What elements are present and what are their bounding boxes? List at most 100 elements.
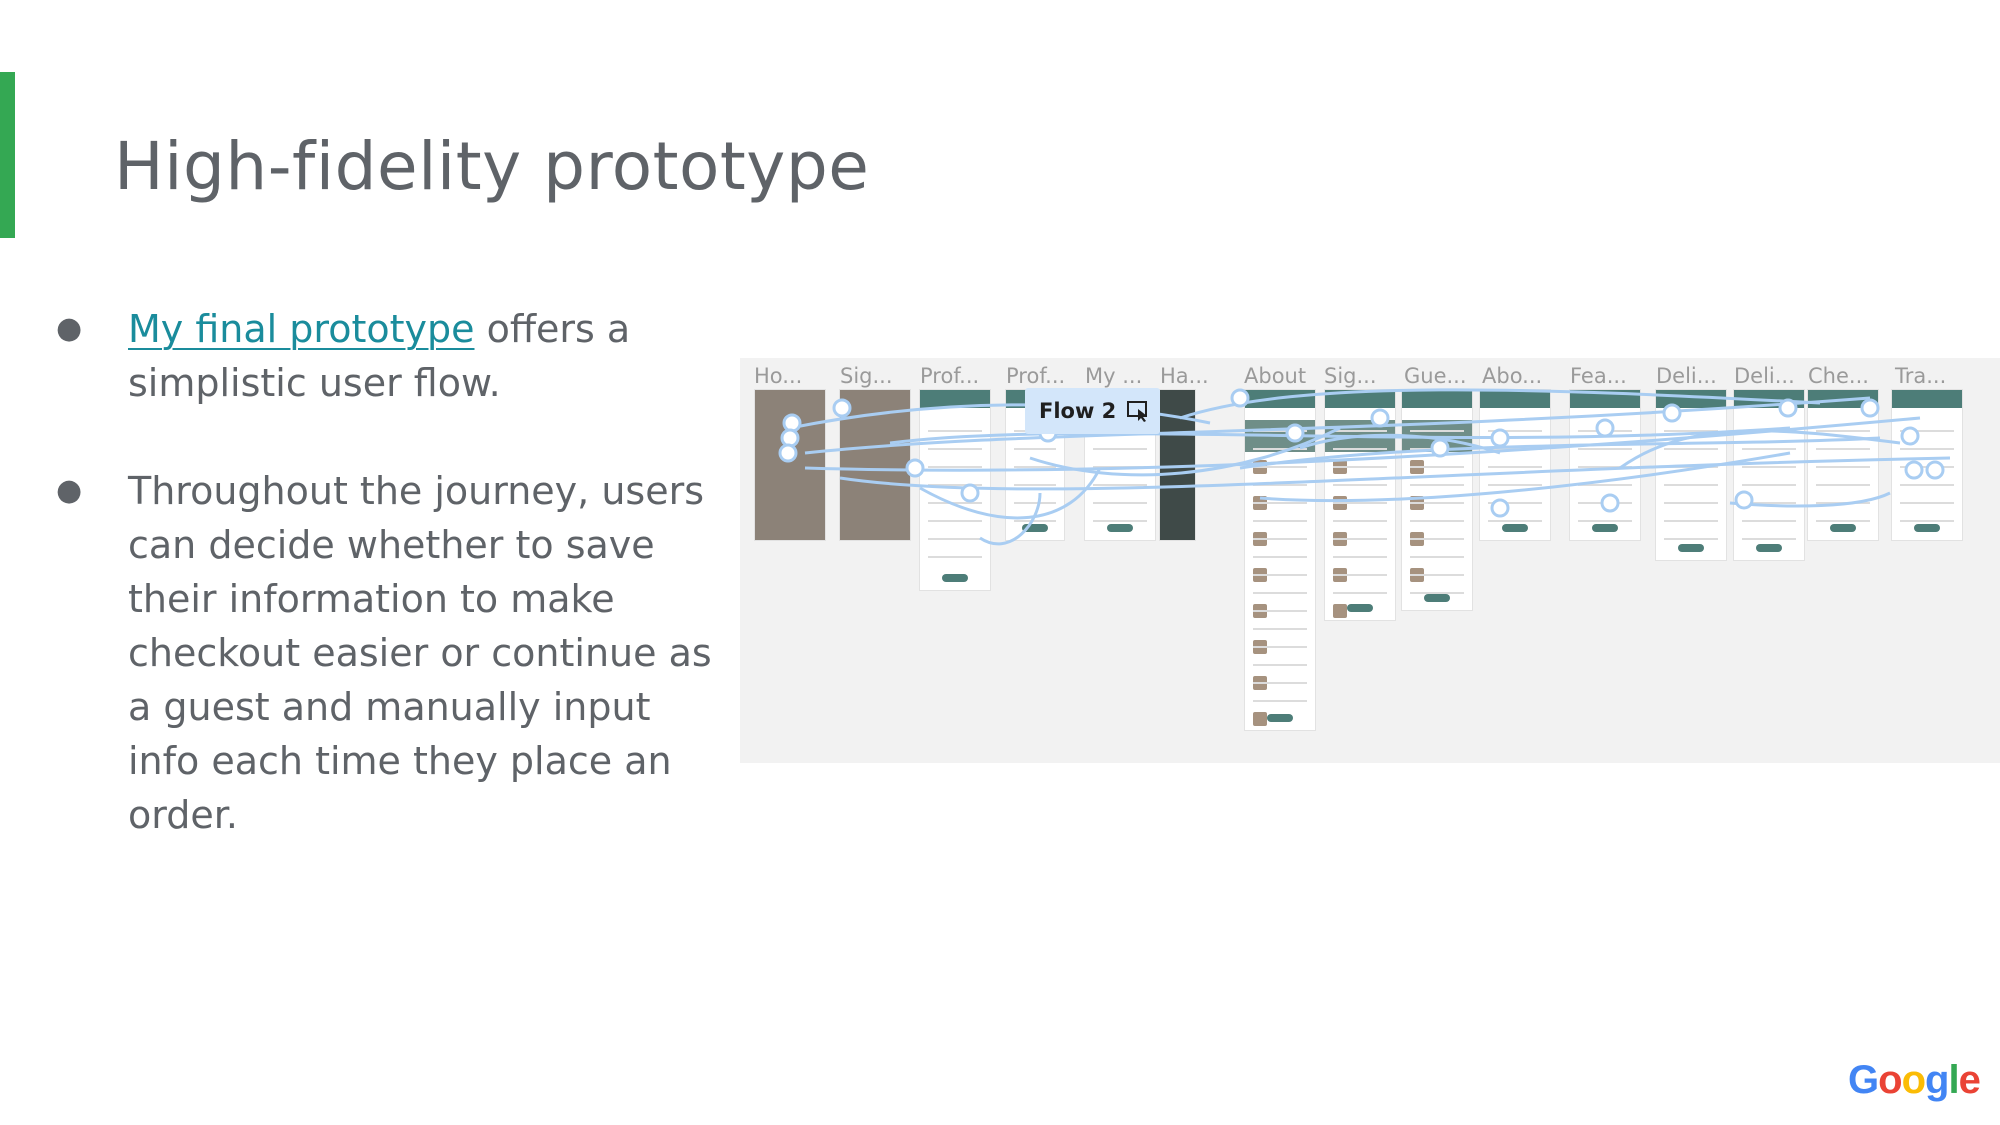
flow-connectors xyxy=(778,388,1951,546)
screen-text-line xyxy=(1253,520,1307,522)
screen-button[interactable] xyxy=(1424,594,1450,602)
screen-text-line xyxy=(1742,520,1796,522)
prototype-link[interactable]: My final prototype xyxy=(128,307,475,351)
screen-text-line xyxy=(1900,448,1954,450)
screen-button[interactable] xyxy=(1830,524,1856,532)
flow-connector xyxy=(979,492,1042,546)
prototype-screen[interactable] xyxy=(1734,390,1804,560)
screen-button[interactable] xyxy=(942,574,968,582)
screen-text-line xyxy=(1664,538,1718,540)
frame-label: About xyxy=(1244,364,1307,388)
present-icon[interactable] xyxy=(1126,399,1150,423)
connector-node[interactable] xyxy=(1490,428,1510,448)
screen-button[interactable] xyxy=(1502,524,1528,532)
frame-label: Prof... xyxy=(1006,364,1066,388)
screen-thumbnail xyxy=(1253,712,1267,726)
screen-button[interactable] xyxy=(1347,604,1373,612)
screen-text-line xyxy=(1333,574,1387,576)
screen-text-line xyxy=(1664,502,1718,504)
screen-text-line xyxy=(1488,430,1542,432)
screen-button[interactable] xyxy=(1267,714,1293,722)
bullet-text: offers a simplistic user flow. xyxy=(128,307,631,405)
logo-letter: e xyxy=(1958,1058,1981,1102)
screen-text-line xyxy=(928,520,982,522)
connector-node[interactable] xyxy=(1595,418,1615,438)
connector-node[interactable] xyxy=(1734,490,1754,510)
connector-node[interactable] xyxy=(1662,403,1682,423)
screen-text-line xyxy=(1333,592,1387,594)
screen-text-line xyxy=(1253,646,1307,648)
screen-text-line xyxy=(1333,484,1387,486)
flow-badge[interactable]: Flow 2 xyxy=(1025,388,1160,434)
screen-text-line xyxy=(1578,520,1632,522)
screen-text-line xyxy=(1488,466,1542,468)
screen-text-line xyxy=(1253,628,1307,630)
connector-node[interactable] xyxy=(1230,388,1250,408)
screen-text-line xyxy=(1253,610,1307,612)
screen-text-line xyxy=(1410,574,1464,576)
screen-text-line xyxy=(1333,430,1387,432)
prototype-screen[interactable] xyxy=(1480,390,1550,540)
bullet-text: Throughout the journey, users can decide… xyxy=(128,469,712,837)
flow-connector xyxy=(919,467,1102,520)
connector-node[interactable] xyxy=(778,443,798,463)
screen-text-line xyxy=(1014,520,1056,522)
connector-node[interactable] xyxy=(1860,398,1880,418)
screen-text-line xyxy=(1093,502,1147,504)
screen-text-line xyxy=(928,448,982,450)
connector-node[interactable] xyxy=(1490,498,1510,518)
connector-node[interactable] xyxy=(1600,493,1620,513)
connector-node[interactable] xyxy=(1430,438,1450,458)
screen-text-line xyxy=(1900,502,1954,504)
connector-node[interactable] xyxy=(780,428,800,448)
screen-button[interactable] xyxy=(1914,524,1940,532)
connector-node[interactable] xyxy=(832,398,852,418)
flow-connector xyxy=(1179,388,1821,420)
screen-header xyxy=(1402,390,1472,408)
frame-label: Prof... xyxy=(920,364,980,388)
screen-text-line xyxy=(1742,538,1796,540)
screen-button[interactable] xyxy=(1022,524,1048,532)
screen-text-line xyxy=(1742,448,1796,450)
screen-text-line xyxy=(1333,538,1387,540)
frame-label: Fea... xyxy=(1570,364,1627,388)
screen-text-line xyxy=(1578,484,1632,486)
screen-text-line xyxy=(1410,466,1464,468)
google-logo: Google xyxy=(1848,1058,1981,1103)
screen-text-line xyxy=(1253,538,1307,540)
screen-text-line xyxy=(928,430,982,432)
screen-text-line xyxy=(928,466,982,468)
screen-text-line xyxy=(1253,592,1307,594)
screen-button[interactable] xyxy=(1756,544,1782,552)
screen-button[interactable] xyxy=(1678,544,1704,552)
screen-text-line xyxy=(1664,430,1718,432)
connector-node[interactable] xyxy=(960,483,980,503)
flow-connector xyxy=(1619,429,1901,470)
screen-text-line xyxy=(1253,700,1307,702)
screen-text-line xyxy=(1900,430,1954,432)
screen-button[interactable] xyxy=(1592,524,1618,532)
frame-label: Sig... xyxy=(840,364,893,388)
screen-text-line xyxy=(1093,520,1147,522)
connector-node[interactable] xyxy=(782,413,802,433)
connector-node[interactable] xyxy=(1904,460,1924,480)
screen-text-line xyxy=(928,502,982,504)
connector-node[interactable] xyxy=(1778,398,1798,418)
frame-label: Sig... xyxy=(1324,364,1377,388)
connector-node[interactable] xyxy=(1370,408,1390,428)
screen-text-line xyxy=(1333,520,1387,522)
connector-node[interactable] xyxy=(1285,423,1305,443)
connector-node[interactable] xyxy=(1900,426,1920,446)
screen-text-line xyxy=(1742,502,1796,504)
frame-label: Abo... xyxy=(1482,364,1543,388)
prototype-canvas: Ho...Sig...Prof...Prof...My ...Ha...Abou… xyxy=(740,358,2000,763)
screen-button[interactable] xyxy=(1107,524,1133,532)
screen-text-line xyxy=(1333,448,1387,450)
connector-node[interactable] xyxy=(905,458,925,478)
accent-bar xyxy=(0,72,15,238)
screen-text-line xyxy=(1253,502,1307,504)
flow-connector xyxy=(889,426,1791,445)
flow-connector xyxy=(1299,433,1501,455)
screen-header xyxy=(920,390,990,408)
connector-node[interactable] xyxy=(1925,460,1945,480)
